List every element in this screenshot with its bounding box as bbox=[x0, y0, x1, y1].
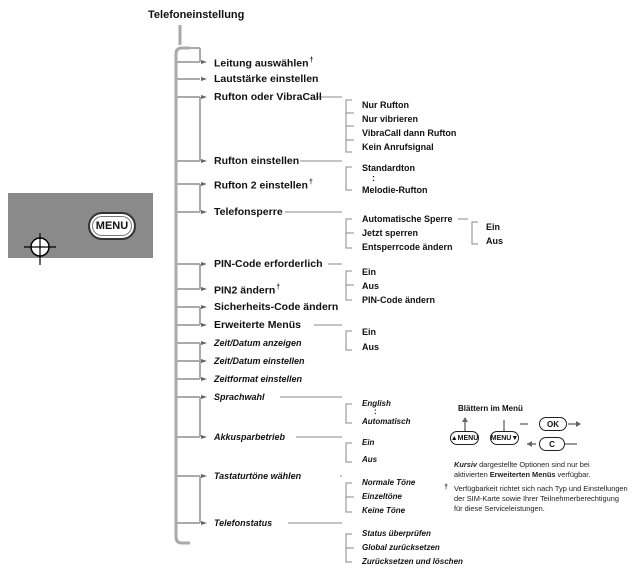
menu-item-telefonstatus: Telefonstatus bbox=[214, 518, 273, 528]
menu-label: Leitung auswählen bbox=[214, 57, 309, 70]
menu-label: Rufton 2 einstellen bbox=[214, 179, 308, 192]
menu-item-tastaturtoene: Tastaturtöne wählen bbox=[214, 471, 302, 481]
sub-item: Nur Rufton bbox=[362, 100, 409, 110]
menu-item-akkusparbetrieb: Akkusparbetrieb bbox=[214, 432, 286, 442]
ok-button-icon: OK bbox=[539, 417, 567, 431]
sub-item: Ein bbox=[362, 438, 375, 447]
sub-sub-item: Ein bbox=[486, 222, 501, 232]
sub-item: English bbox=[362, 399, 391, 408]
sub-item: Aus bbox=[362, 281, 380, 291]
menu-down-button-icon: MENU▼ bbox=[490, 431, 519, 445]
menu-item-rufton-vibra: Rufton oder VibraCall bbox=[214, 91, 322, 103]
sub-item: Jetzt sperren bbox=[362, 228, 419, 238]
menu-item-rufton-einstellen: Rufton einstellen bbox=[214, 155, 300, 167]
menu-item-rufton2: Rufton 2 einstellen† bbox=[214, 179, 313, 191]
ellipsis-mark: : bbox=[372, 173, 375, 183]
legend-footnote-line: für diese Serviceleistungen. bbox=[454, 504, 545, 513]
menu-item-pin-code: PIN-Code erforderlich bbox=[214, 258, 323, 270]
sub-item: Normale Töne bbox=[362, 478, 416, 487]
legend-dagger: † bbox=[444, 482, 449, 491]
sub-item: Status überprüfen bbox=[362, 529, 431, 538]
note-text: dargestellte Optionen sind nur bei bbox=[477, 460, 590, 469]
sub-item: Keine Töne bbox=[362, 506, 406, 515]
legend-footnote-line: Verfügbarkeit richtet sich nach Typ und … bbox=[454, 484, 628, 493]
menu-key-button: MENU bbox=[88, 212, 136, 240]
menu-item-zeit-anzeigen: Zeit/Datum anzeigen bbox=[214, 338, 302, 348]
sub-item: Melodie-Rufton bbox=[362, 185, 428, 195]
menu-item-lautstaerke: Lautstärke einstellen bbox=[214, 73, 319, 85]
menu-item-telefonsperre: Telefonsperre bbox=[214, 206, 283, 218]
sub-item: Automatische Sperre bbox=[362, 214, 453, 224]
sub-item: VibraCall dann Rufton bbox=[362, 128, 457, 138]
menu-item-zeitformat: Zeitformat einstellen bbox=[214, 374, 303, 384]
menu-item-pin2: PIN2 ändern† bbox=[214, 284, 280, 296]
crosshair-icon bbox=[24, 233, 56, 265]
diagram-title: Telefoneinstellung bbox=[148, 9, 245, 21]
legend-footnote-line: der SIM-Karte sowie Ihrer Teilnehmerbere… bbox=[454, 494, 619, 503]
sub-item: Automatisch bbox=[362, 417, 411, 426]
menu-item-erweiterte-menues: Erweiterte Menüs bbox=[214, 319, 301, 331]
menu-label: PIN2 ändern bbox=[214, 284, 276, 297]
kursiv-word: Kursiv bbox=[454, 460, 478, 469]
sub-item: Nur vibrieren bbox=[362, 114, 419, 124]
sub-item: Einzeltöne bbox=[362, 492, 403, 501]
legend-heading: Blättern im Menü bbox=[458, 404, 523, 413]
dagger-mark: † bbox=[276, 284, 281, 291]
legend-erweitert-note: aktivierten Erweiterten Menüs verfügbar. bbox=[454, 470, 590, 479]
note-text: aktivierten bbox=[454, 470, 490, 479]
sub-item: Aus bbox=[362, 342, 380, 352]
sub-item: Ein bbox=[362, 267, 377, 277]
sub-item: Zurücksetzen und löschen bbox=[362, 557, 463, 566]
sub-item: Global zurücksetzen bbox=[362, 543, 440, 552]
menu-up-button-icon: ▲MENU bbox=[450, 431, 479, 445]
menu-item-sicherheits-code: Sicherheits-Code ändern bbox=[214, 301, 339, 313]
sub-sub-item: Aus bbox=[486, 236, 504, 246]
sub-item: Aus bbox=[362, 455, 378, 464]
sub-item: Standardton bbox=[362, 163, 415, 173]
dagger-mark: † bbox=[309, 57, 314, 64]
sub-item: PIN-Code ändern bbox=[362, 295, 436, 305]
c-button-icon: C bbox=[539, 437, 565, 451]
note-text: verfügbar. bbox=[555, 470, 591, 479]
menu-item-zeit-einstellen: Zeit/Datum einstellen bbox=[214, 356, 305, 366]
dagger-mark: † bbox=[308, 179, 313, 186]
menu-item-sprachwahl: Sprachwahl bbox=[214, 392, 265, 402]
note-bold: Erweiterten Menüs bbox=[489, 470, 556, 479]
ellipsis-mark: : bbox=[374, 407, 377, 416]
sub-item: Ein bbox=[362, 327, 377, 337]
legend-kursiv-note: Kursiv dargestellte Optionen sind nur be… bbox=[454, 460, 590, 469]
menu-item-leitung: Leitung auswählen† bbox=[214, 57, 313, 69]
sub-item: Kein Anrufsignal bbox=[362, 142, 434, 152]
sub-item: Entsperrcode ändern bbox=[362, 242, 453, 252]
